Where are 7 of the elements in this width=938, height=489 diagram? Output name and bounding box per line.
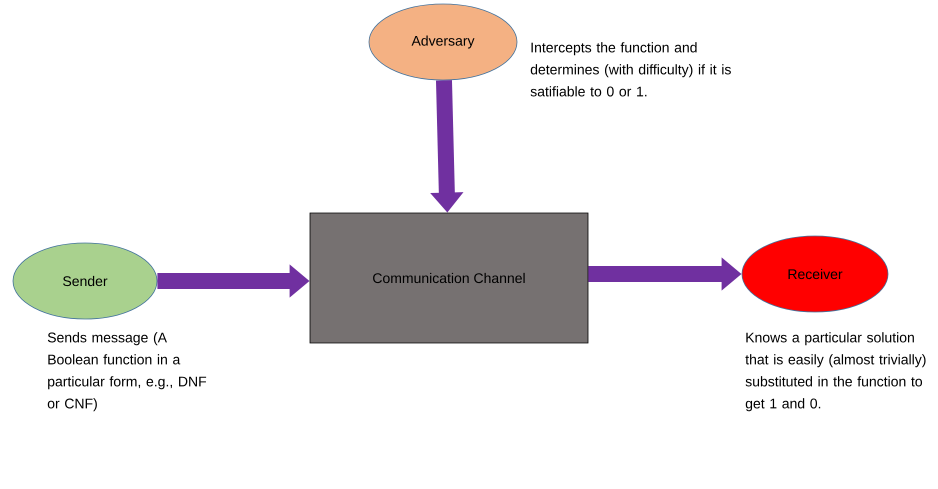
oval-node: Receiver <box>742 236 888 312</box>
oval-node: Sender <box>12 242 158 320</box>
caption-text: Intercepts the function and determines (with difficulty) if it is satifiable to 0 or 1. <box>530 42 731 96</box>
oval-node: Adversary <box>368 4 518 80</box>
caption-text: Knows a particular solution that is easily (almost trivially) substituted in the function to get 1 and 0. <box>745 332 926 412</box>
channel-box: Communication Channel <box>310 212 588 344</box>
caption-text: Sends message (A Boolean function in a particular form, e.g., DNF or CNF) <box>48 332 206 412</box>
